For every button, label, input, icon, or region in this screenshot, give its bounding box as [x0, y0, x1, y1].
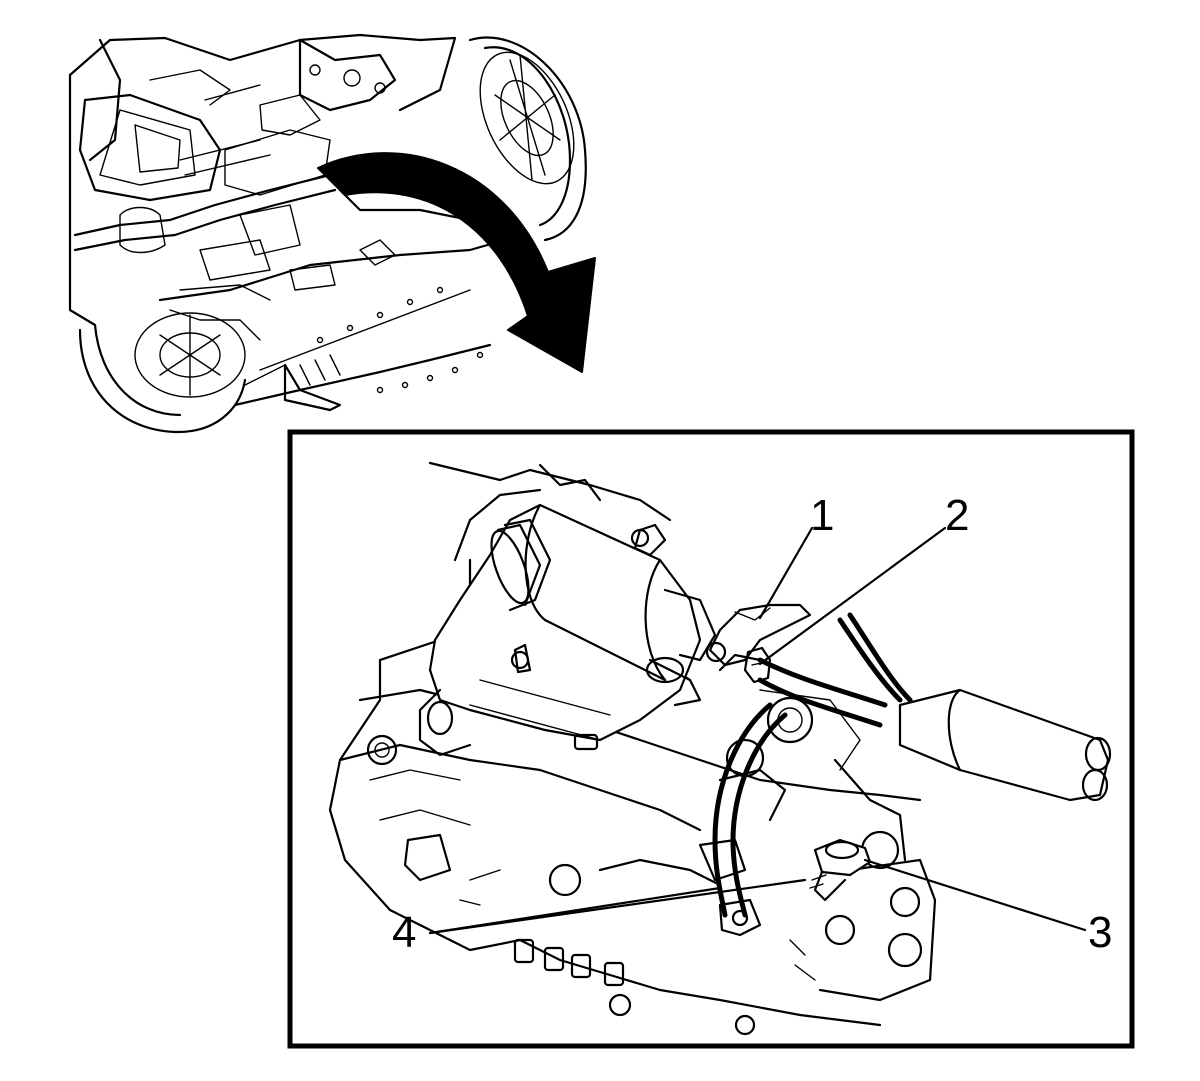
lower-bolt-row: [513, 938, 756, 1036]
callout-2: 2: [945, 491, 969, 540]
callout-3: 3: [1088, 908, 1112, 957]
wheel-bottom-left: [78, 312, 247, 434]
detail-inset: 1 2 3 4: [287, 429, 1135, 1049]
wheel-top-right: [468, 36, 587, 242]
starter-motor: [418, 503, 717, 757]
vehicle-underside-overview: [68, 33, 587, 434]
curved-arrow-icon: [317, 152, 596, 373]
callout-1: 1: [810, 491, 834, 540]
callout-leaders: [428, 526, 1087, 935]
bolt-3: [809, 838, 872, 902]
battery-cable: [718, 612, 1112, 802]
cable-terminal-1: [705, 603, 812, 667]
callout-4: 4: [392, 908, 416, 957]
shield-fasteners: [316, 286, 484, 394]
